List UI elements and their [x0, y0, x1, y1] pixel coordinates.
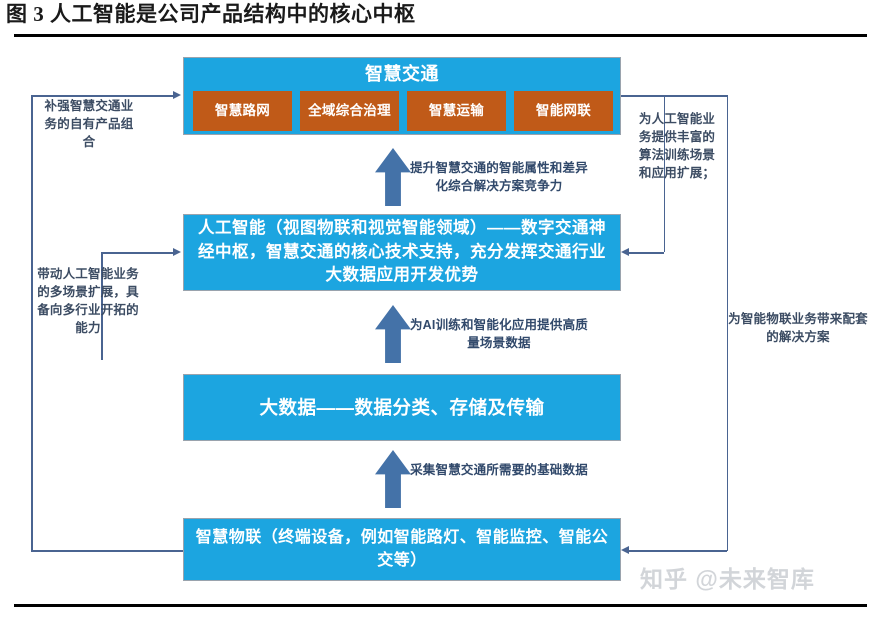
connector-right-ai-arrowhead: [621, 247, 629, 256]
box-big-data[interactable]: 大数据——数据分类、存储及传输: [183, 374, 621, 441]
connector-right-outer-bottom-horizontal: [629, 550, 727, 552]
sub-box-regional-governance[interactable]: 全域综合治理: [300, 91, 399, 131]
box-smart-iot[interactable]: 智慧物联（终端设备，例如智能路灯、智能监控、智能公交等）: [183, 518, 621, 581]
sub-box-connected-vehicle[interactable]: 智能网联: [514, 91, 613, 131]
connector-right-outer-top-horizontal: [621, 95, 728, 97]
box-smart-transport[interactable]: 智慧交通 智慧路网 全域综合治理 智慧运输 智能网联: [183, 57, 621, 135]
connector-right-inner-bottom-horizontal: [629, 252, 664, 254]
sub-box-road-network[interactable]: 智慧路网: [193, 91, 292, 131]
sub-box-smart-transit[interactable]: 智慧运输: [407, 91, 506, 131]
connector-right-iot-arrowhead: [621, 545, 629, 554]
side-label-right-mid: 为智能物联业务带来配套的解决方案: [728, 312, 868, 345]
connector-left-inner-vertical: [101, 252, 103, 360]
connector-left-ai-arrowhead: [173, 247, 181, 256]
figure-title: 图 3 人工智能是公司产品结构中的核心中枢: [6, 2, 416, 26]
side-label-left-mid: 带动人工智能业务的多场景扩展，具备向多行业开拓的能力: [37, 267, 139, 336]
connector-left-top-arrowhead: [173, 90, 181, 99]
side-label-right-top: 为人工智能业务提供丰富的算法训练场景和应用扩展；: [638, 112, 716, 181]
connector-left-top-horizontal: [31, 95, 175, 97]
connector-left-ai-horizontal: [101, 252, 175, 254]
connector-right-outer-vertical: [726, 95, 728, 551]
connector-left-bottom-horizontal: [31, 550, 183, 552]
connector-right-inner-vertical: [663, 95, 665, 252]
page-rule-bottom: [14, 604, 867, 607]
up-arrow-label-3: 采集智慧交通所需要的基础数据: [410, 463, 588, 477]
up-arrow-label-1: 提升智慧交通的智能属性和差异化综合解决方案竞争力: [410, 161, 588, 193]
box-smart-iot-label: 智慧物联（终端设备，例如智能路灯、智能监控、智能公交等）: [195, 528, 609, 569]
title-rule-top: [14, 34, 867, 37]
side-label-left-top: 补强智慧交通业务的自有产品组合: [44, 99, 134, 150]
box-smart-transport-label: 智慧交通: [365, 64, 439, 84]
box-artificial-intelligence[interactable]: 人工智能（视图物联和视觉智能领域）——数字交通神经中枢，智慧交通的核心技术支持，…: [183, 214, 621, 291]
box-artificial-intelligence-label: 人工智能（视图物联和视觉智能领域）——数字交通神经中枢，智慧交通的核心技术支持，…: [198, 219, 606, 285]
watermark: 知乎 @未来智库: [640, 566, 815, 592]
up-arrow-label-2: 为AI训练和智能化应用提供高质量场景数据: [409, 318, 588, 350]
smart-transport-subitems: 智慧路网 全域综合治理 智慧运输 智能网联: [184, 91, 622, 131]
connector-left-outer-vertical: [31, 95, 33, 551]
box-big-data-label: 大数据——数据分类、存储及传输: [259, 396, 545, 418]
